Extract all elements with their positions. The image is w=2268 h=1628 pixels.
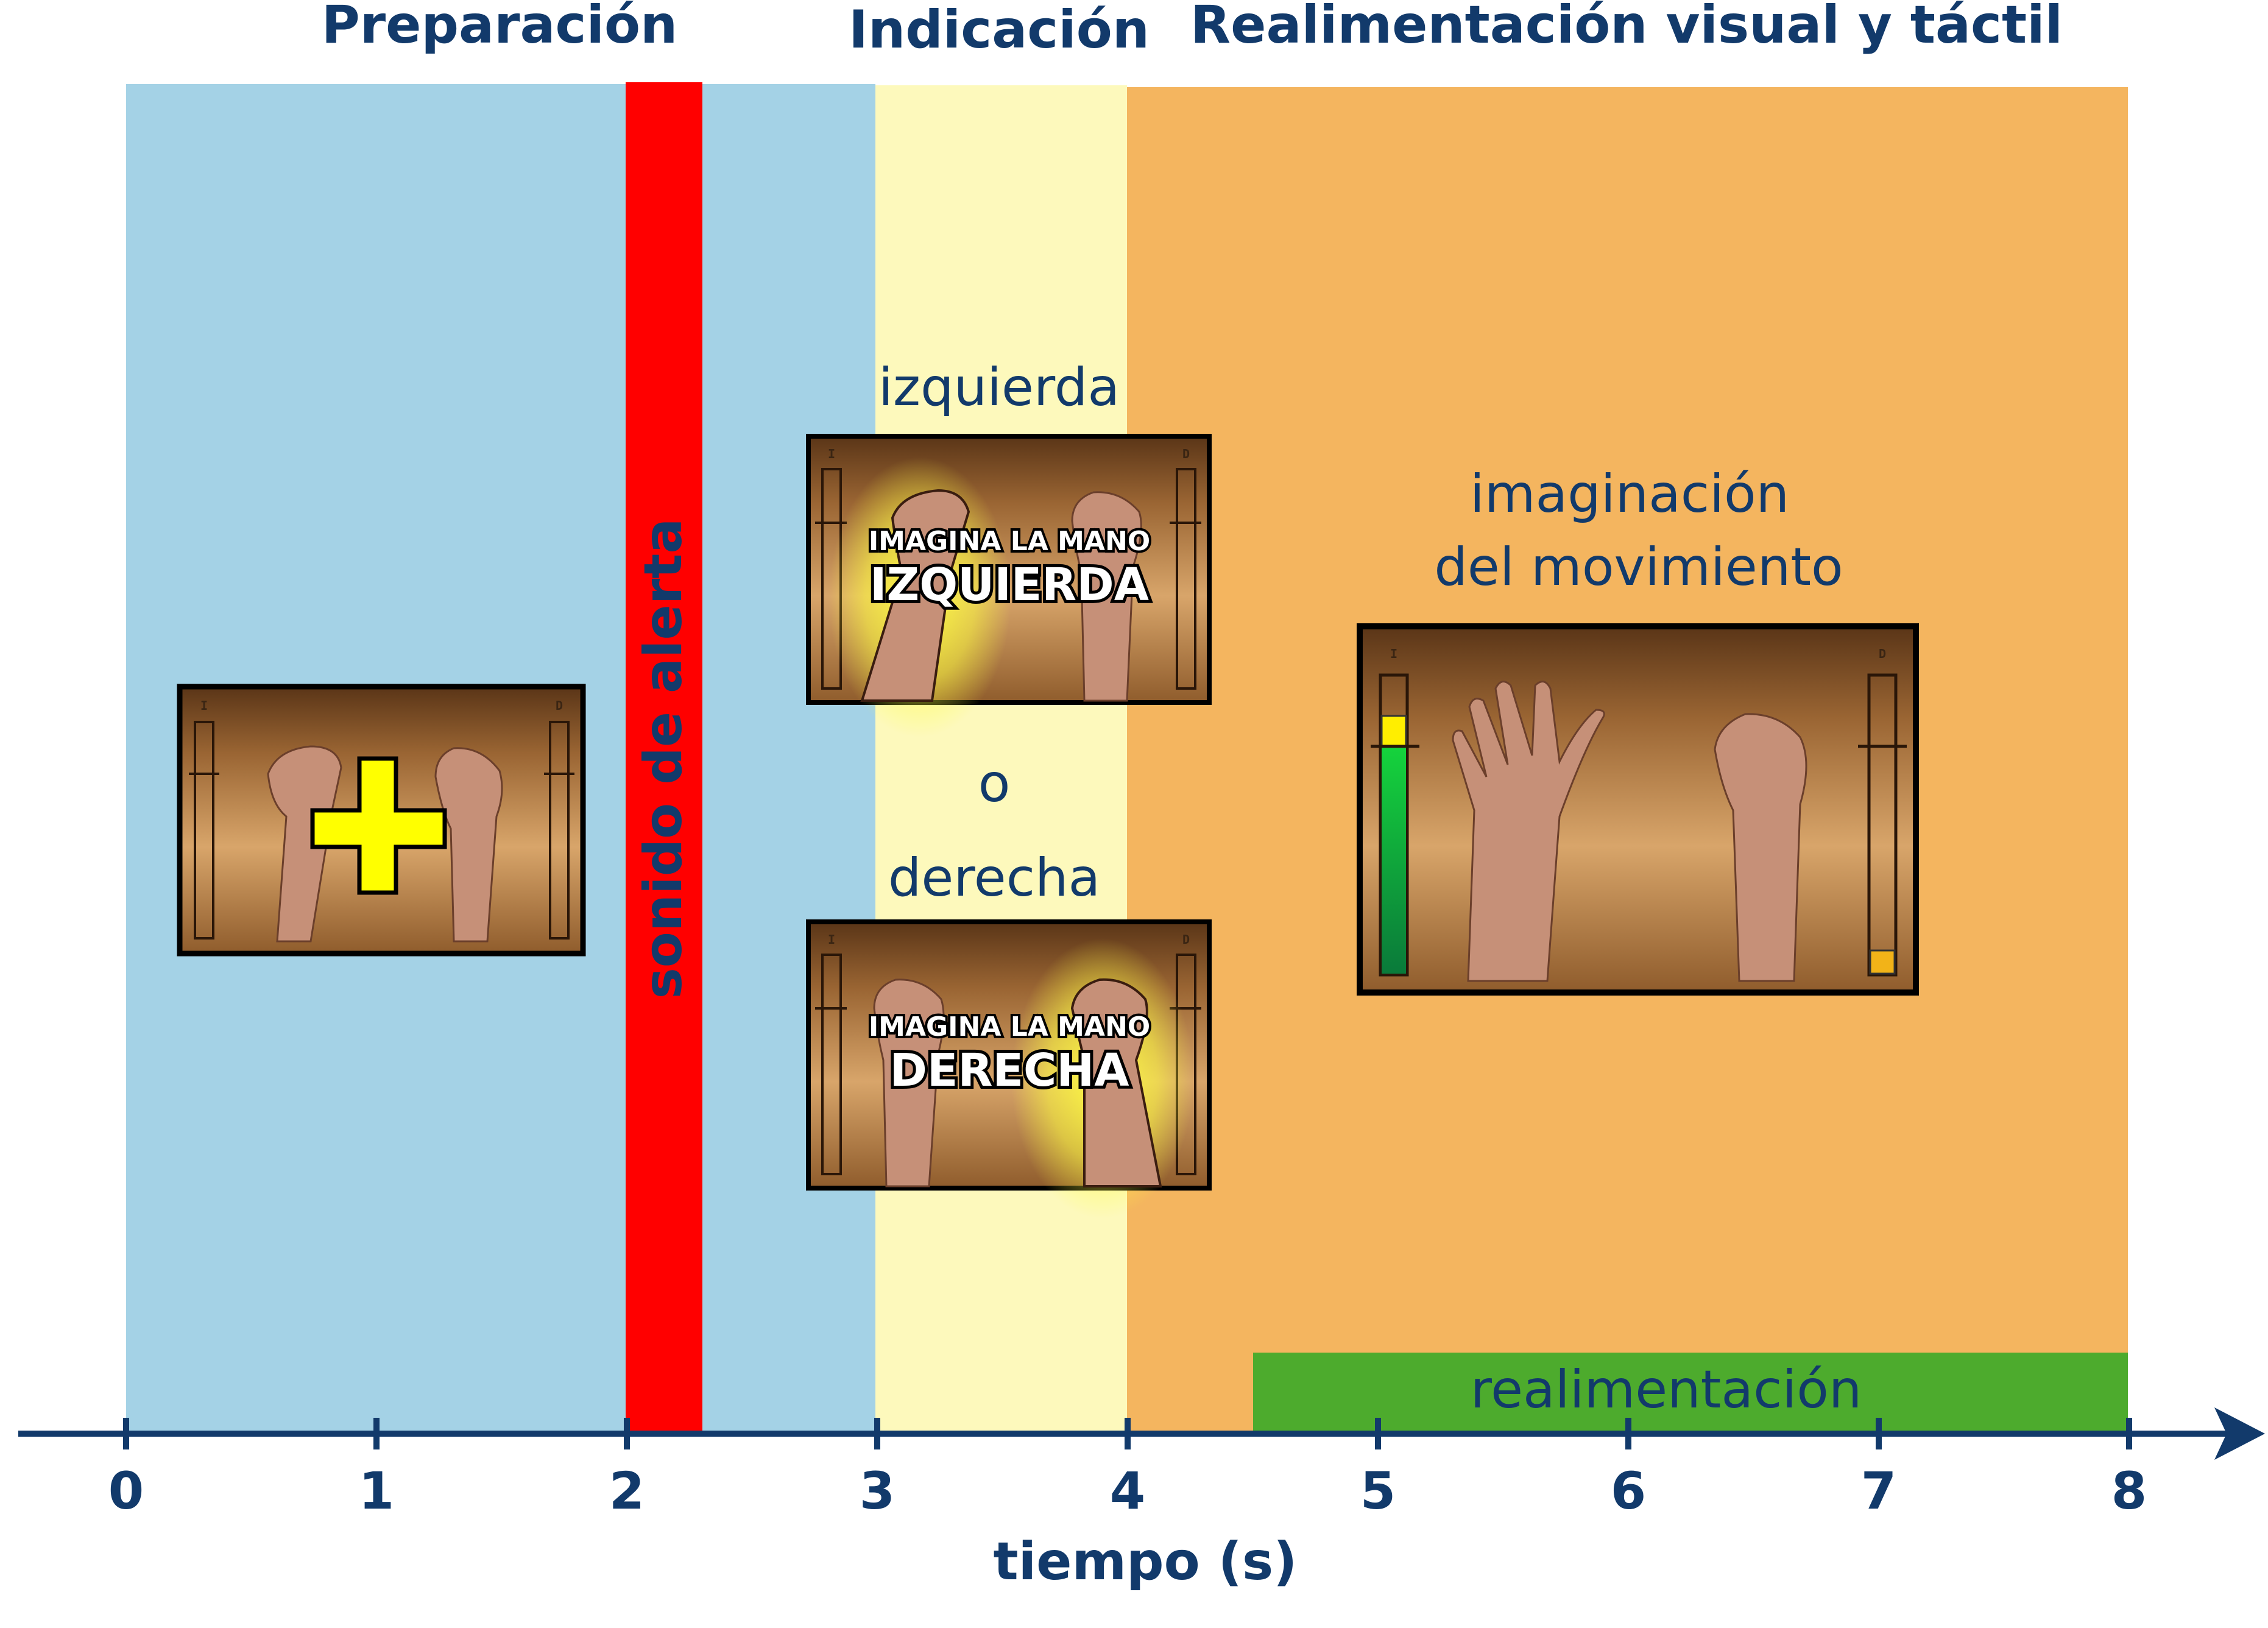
left-bar-tag: I [200,698,208,713]
feedback-screen: I D [1357,623,1919,996]
alert-sound-label: sonido de alerta [633,518,694,999]
right-hand-icon [434,747,503,943]
axis-label: tiempo (s) [994,1531,1298,1592]
right-hand-icon [1070,978,1162,1187]
left-hand-icon [860,489,970,702]
axis-tick-label: 0 [108,1461,144,1521]
imagination-label-line2: del movimiento [1434,537,1843,598]
left-feedback-level [1382,746,1406,974]
cue-right-word: derecha [888,848,1100,908]
right-hand-icon [1714,713,1807,982]
svg-text:I: I [828,447,835,461]
axis-tick-label: 3 [860,1461,895,1521]
svg-text:IMAGINA LA MANO: IMAGINA LA MANO [869,1011,1150,1042]
svg-text:D: D [1182,932,1190,947]
phase-title-feedback: Realimentación visual y táctil [1190,0,2063,55]
svg-text:I: I [828,932,835,947]
cue-or-word: o [978,753,1011,814]
axis-tick-label: 5 [1360,1461,1396,1521]
fixation-cross-icon [310,756,447,895]
right-hand-icon [1071,491,1142,702]
instruction-prefix: IMAGINA LA MANO [869,526,1150,557]
phase-title-cue: Indicación [849,0,1150,60]
left-hand-icon [873,979,945,1187]
feedback-period-bar [1253,1353,2128,1433]
right-bar-tag: D [556,698,563,713]
axis-tick-label: 7 [1861,1461,1896,1521]
right-level-marker [1869,949,1896,975]
axis-tick-label: 1 [359,1461,394,1521]
left-hand-icon [267,745,342,943]
instruction-right: DERECHA [889,1044,1129,1097]
svg-text:I: I [1390,646,1397,661]
svg-text:D: D [1182,447,1190,461]
axis-tick-label: 6 [1611,1461,1646,1521]
time-axis: 0 1 2 3 4 5 6 7 8 tiempo (s) [18,1407,2265,1592]
feedback-period-label: realimentación [1471,1359,1862,1420]
alert-sound-bar [626,82,702,1434]
phase-title-preparation: Preparación [322,0,678,55]
open-hand-icon [1452,681,1605,982]
fixation-screen: I D [177,684,586,957]
right-cue-screen: I D IMAGINA LA MANO DERECHA [806,919,1212,1219]
axis-arrow-icon [2214,1407,2265,1460]
cue-left-word: izquierda [878,357,1120,418]
left-cue-screen: I D IMAGINA LA MANO IZQUIERDA [806,434,1212,737]
axis-tick-label: 2 [609,1461,645,1521]
left-level-bar [194,721,214,940]
right-level-bar [549,721,570,940]
left-level-marker [1380,715,1407,748]
axis-tick-label: 8 [2111,1461,2147,1521]
axis-tick-label: 4 [1110,1461,1145,1521]
svg-text:D: D [1879,646,1886,661]
instruction-left: IZQUIERDA [870,559,1149,611]
imagination-label-line1: imaginación [1470,464,1789,525]
